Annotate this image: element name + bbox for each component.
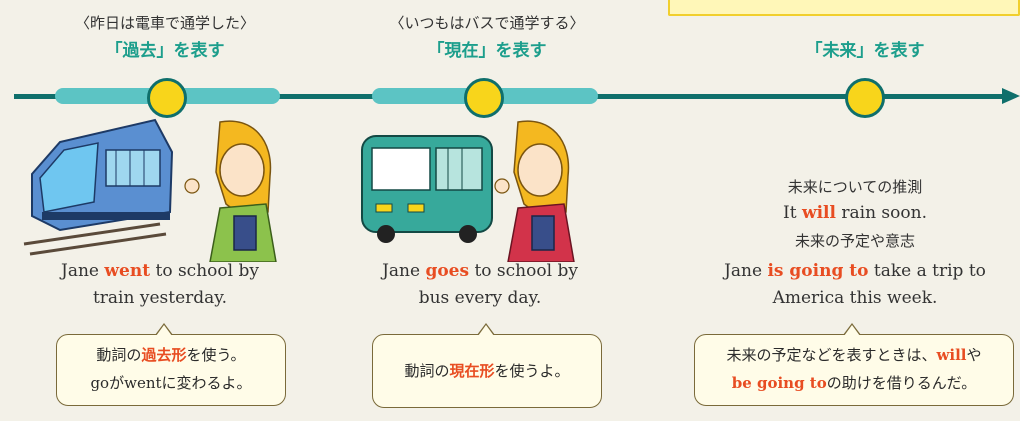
future-sentence-will: It will rain soon.	[783, 203, 927, 223]
present-note-bubble: 動詞の現在形を使うよ。	[372, 323, 602, 408]
future-guess-label: 未来についての推測	[787, 178, 923, 196]
past-illustration	[23, 118, 277, 262]
top-note-box	[668, 0, 1020, 16]
present-sentence-line-2: bus every day.	[418, 288, 542, 308]
past-example-label: 〈昨日は電車で通学した〉	[74, 14, 255, 32]
present-sentence: Jane goes to school by bus every day.	[350, 258, 610, 312]
past-sentence: Jane went to school by train yesterday.	[30, 258, 290, 312]
bus-icon	[361, 135, 493, 243]
future-heading: 「未来」を表す	[805, 41, 925, 61]
present-illustration	[361, 120, 575, 262]
present-sentence-line-1: Jane goes to school by	[382, 261, 578, 281]
future-note-bubble: 未来の予定などを表すときは、willや be going toの助けを借りるんだ…	[694, 323, 1014, 406]
past-verb: went	[104, 261, 151, 281]
future-sentence-going-to: Jane is going to take a trip to America …	[724, 261, 986, 308]
past-heading: 「過去」を表す	[105, 41, 225, 61]
train-icon	[23, 118, 174, 256]
past-sentence-line-2: train yesterday.	[92, 288, 228, 308]
girl-figure-present	[494, 120, 575, 262]
future-timeline-node	[845, 78, 885, 118]
timeline-arrow-icon	[1002, 88, 1020, 104]
present-timeline-node	[464, 78, 504, 118]
past-sentence-line-1: Jane went to school by	[61, 261, 259, 281]
past-timeline-node	[147, 78, 187, 118]
future-is-going-to: is going to	[767, 261, 869, 281]
past-note-bubble: 動詞の過去形を使う。 goがwentに変わるよ。	[56, 323, 286, 406]
present-example-label: 〈いつもはバスで通学する〉	[389, 14, 585, 32]
present-heading: 「現在」を表す	[427, 41, 547, 61]
future-will: will	[801, 203, 836, 223]
present-verb: goes	[425, 261, 470, 281]
future-plan-label: 未来の予定や意志	[794, 232, 915, 250]
girl-figure	[184, 120, 277, 262]
